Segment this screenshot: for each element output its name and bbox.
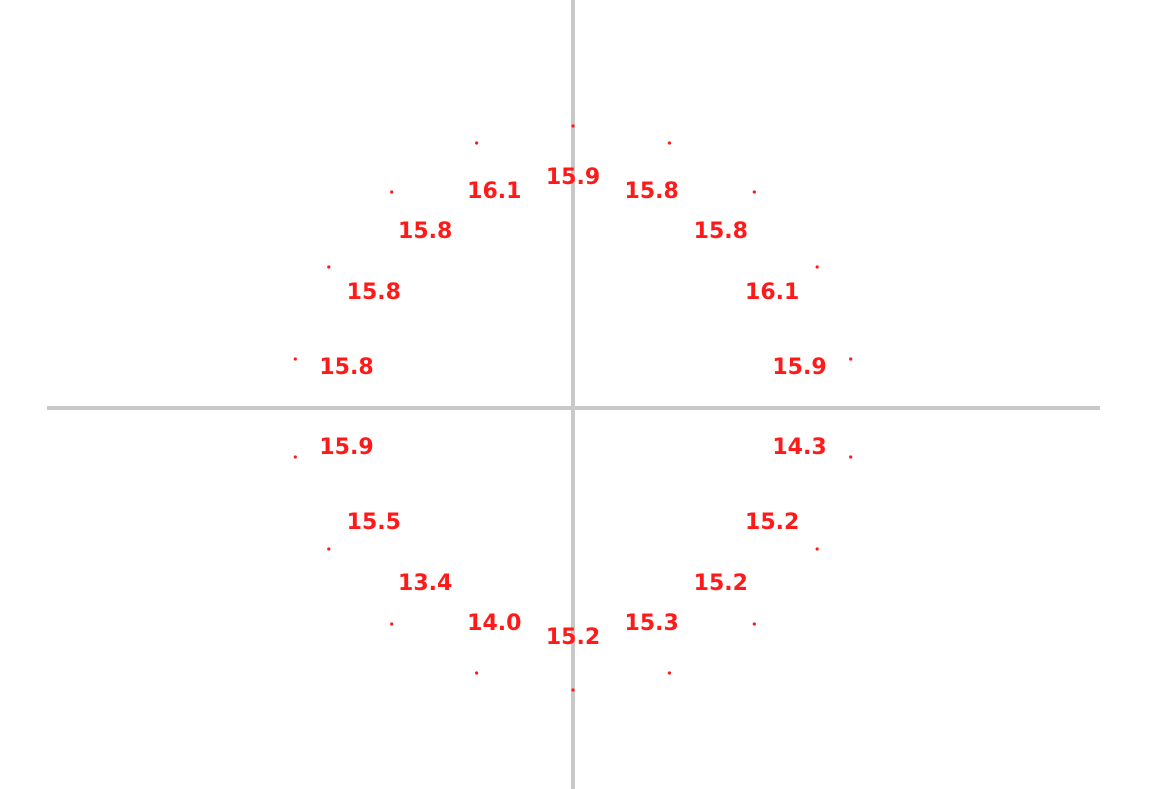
data-label: 15.8 [625, 179, 679, 204]
data-label: 15.2 [745, 510, 799, 535]
data-label: 15.3 [625, 611, 679, 636]
data-point [815, 547, 819, 551]
data-label: 15.8 [319, 355, 373, 380]
data-label: 13.4 [398, 571, 452, 596]
data-label: 15.8 [347, 280, 401, 305]
data-label: 14.0 [467, 611, 521, 636]
data-point [390, 190, 394, 194]
data-point [571, 688, 575, 692]
data-label: 16.1 [745, 280, 799, 305]
data-label: 15.8 [398, 219, 452, 244]
data-point [293, 357, 297, 361]
data-point [752, 190, 756, 194]
data-label: 15.2 [694, 571, 748, 596]
data-label: 15.9 [772, 355, 826, 380]
data-point [849, 357, 853, 361]
data-label: 15.8 [694, 219, 748, 244]
data-label: 14.3 [772, 435, 826, 460]
data-point [667, 671, 672, 675]
data-point [815, 265, 819, 269]
data-label: 15.9 [546, 165, 600, 190]
data-point [327, 265, 331, 269]
data-point [849, 455, 853, 459]
data-label: 15.2 [546, 625, 600, 650]
data-label: 15.9 [319, 435, 373, 460]
data-point [475, 141, 479, 145]
data-point [667, 141, 672, 145]
data-point [752, 622, 756, 626]
data-point [327, 547, 331, 551]
data-label: 16.1 [467, 179, 521, 204]
data-points: 15.9 15.8 15.8 16.1 15.9 14.3 15.2 15.2 15.3 15.2… [293, 124, 853, 692]
data-point [475, 671, 479, 675]
data-point [293, 455, 297, 459]
data-point [571, 124, 575, 128]
data-point [390, 622, 394, 626]
data-label: 15.5 [347, 510, 401, 535]
